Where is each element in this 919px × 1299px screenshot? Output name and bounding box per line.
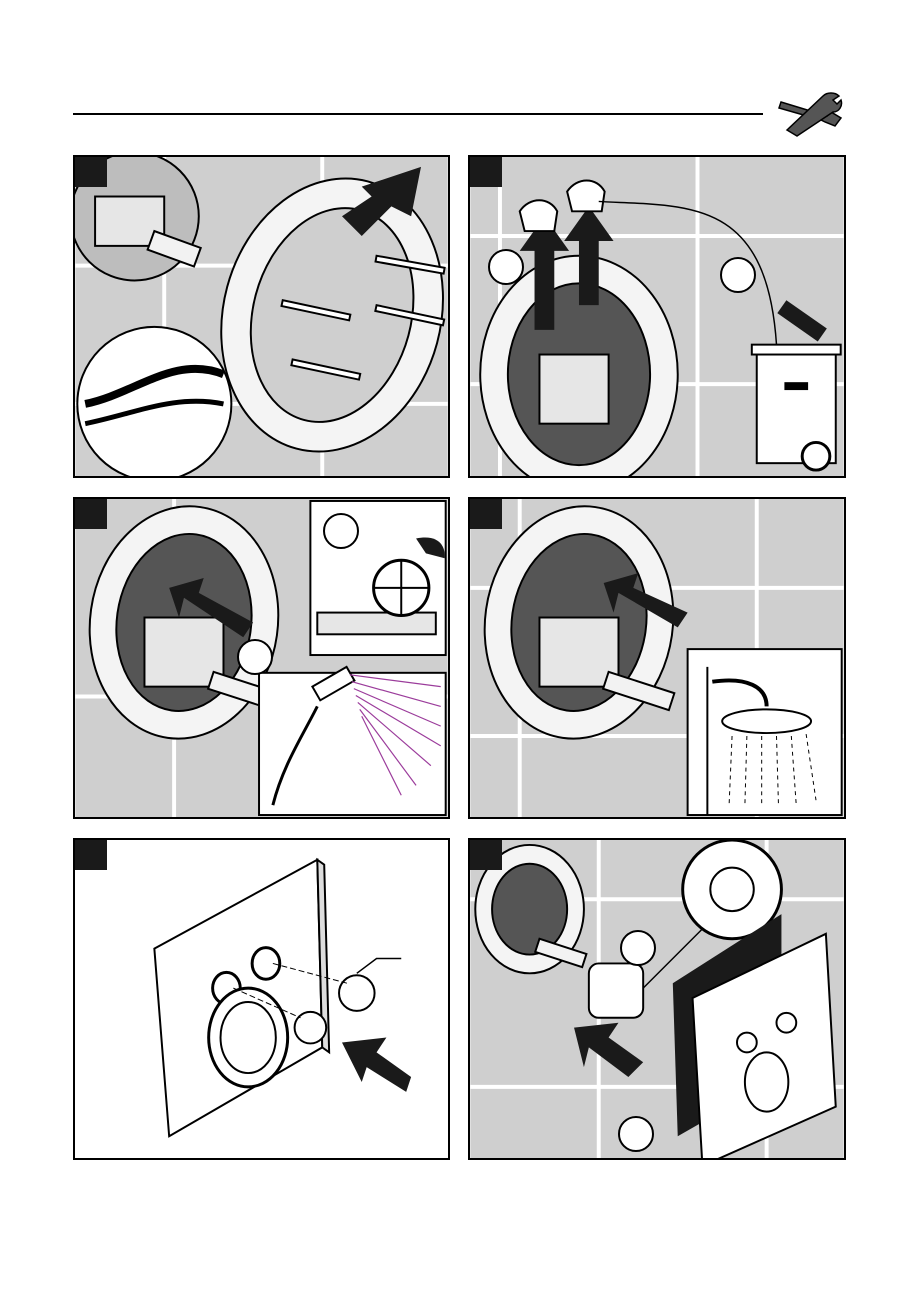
callout-a [237, 639, 273, 675]
step-2-panel [468, 155, 846, 478]
step-6-panel [468, 838, 846, 1160]
step-3-panel [73, 497, 450, 819]
callout-a [488, 249, 524, 285]
step-5-panel [73, 838, 450, 1160]
install-buttons-illustration [75, 840, 448, 1158]
step-4-marker [470, 499, 502, 529]
install-trim-illustration [470, 840, 844, 1158]
step-1-panel [73, 155, 450, 478]
step-4-panel [468, 497, 846, 819]
callout-a [620, 930, 656, 966]
tools-icon [775, 88, 845, 138]
callout-b [323, 513, 359, 549]
header-rule [73, 113, 763, 115]
remove-caps-dispose-illustration [470, 157, 844, 476]
step-6-marker [470, 840, 502, 870]
step-5-marker [75, 840, 107, 870]
callout-b [720, 257, 756, 293]
flush-overhead-shower-illustration [470, 499, 844, 817]
step-1-marker [75, 157, 107, 187]
step-3-marker [75, 499, 107, 529]
callout-b [618, 1116, 654, 1152]
trim-ring-screws-illustration [75, 157, 448, 476]
step-2-marker [470, 157, 502, 187]
